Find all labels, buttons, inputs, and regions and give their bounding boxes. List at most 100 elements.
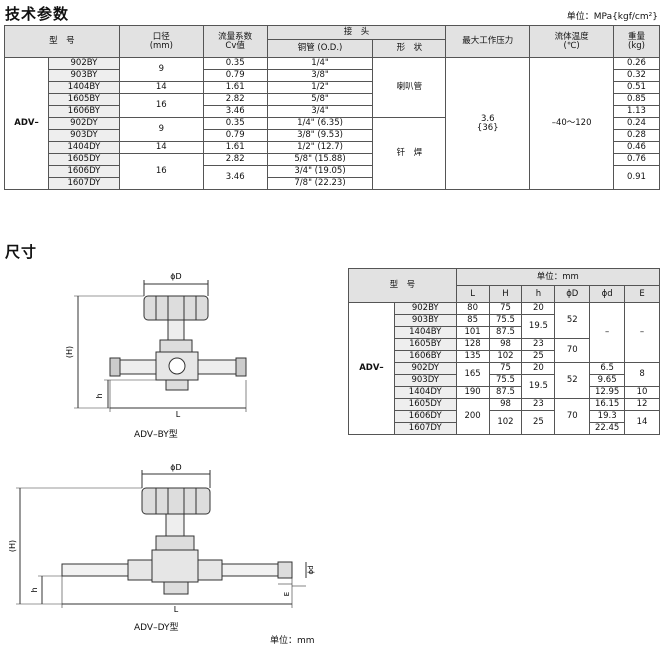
dims-header-unit: 单位：mm: [455, 268, 661, 286]
header-od: 铜管 (O.D.): [266, 39, 374, 58]
model-cell: 902BY: [47, 57, 120, 70]
dims-H-cell: 87.5: [488, 326, 523, 339]
dims-E-cell: 12: [624, 398, 660, 411]
spec-section-title: 技术参数: [5, 5, 70, 23]
dims-d-cell: 16.15: [589, 398, 626, 411]
dims-L-cell: 85: [455, 314, 490, 327]
pressure-cell: 3.6{36}: [445, 57, 531, 190]
dims-header-H: H: [488, 285, 523, 303]
dims-header-phid: ϕd: [589, 285, 626, 303]
header-temp: 流体温度(℃): [529, 25, 615, 58]
dims-model-cell: 1606BY: [393, 350, 457, 363]
dims-d-cell: 22.45: [589, 422, 626, 435]
dims-E-cell: 8: [624, 362, 660, 387]
by-caption: ADV–BY型: [134, 430, 178, 440]
dims-H-cell: 75: [488, 362, 523, 375]
dims-h-cell: 25: [521, 350, 556, 363]
model-cell: 1605BY: [47, 93, 120, 106]
dims-L-cell: 80: [455, 302, 490, 315]
header-pressure: 最大工作压力: [445, 25, 531, 58]
model-cell: 1607DY: [47, 177, 120, 190]
shape-solder-cell: 钎 焊: [372, 117, 447, 190]
by-label-L: L: [176, 410, 181, 418]
dims-model-cell: 902BY: [393, 302, 457, 315]
dims-model-cell: 1404BY: [393, 326, 457, 339]
dims-h-cell: 23: [521, 338, 556, 351]
weight-cell: 0.24: [613, 117, 660, 130]
bottom-unit: 单位：mm: [270, 636, 315, 646]
series-cell: ADV–: [4, 57, 49, 190]
by-label-phiD: ϕD: [170, 272, 181, 281]
dims-L-cell: 165: [455, 362, 490, 387]
model-cell: 1606BY: [47, 105, 120, 118]
cv-cell: 1.61: [202, 141, 268, 154]
dims-E-cell: –: [624, 302, 660, 363]
dy-label-phiD: ϕD: [170, 463, 181, 472]
dims-d-cell: 12.95: [589, 386, 626, 399]
od-cell: 1/2" (12.7): [266, 141, 374, 154]
dy-caption: ADV–DY型: [134, 623, 179, 633]
od-cell: 7/8" (22.23): [266, 177, 374, 190]
dims-h-cell: 25: [521, 410, 556, 435]
dims-model-cell: 1605BY: [393, 338, 457, 351]
dims-H-cell: 75: [488, 302, 523, 315]
dims-h-cell: 23: [521, 398, 556, 411]
weight-cell: 0.76: [613, 153, 660, 166]
dims-L-cell: 200: [455, 398, 490, 435]
dy-label-H: (H): [8, 540, 17, 552]
header-joint: 接 头: [266, 25, 447, 40]
dims-h-cell: 20: [521, 302, 556, 315]
dims-H-cell: 102: [488, 350, 523, 363]
cv-cell: 1.61: [202, 81, 268, 94]
od-cell: 3/4" (19.05): [266, 165, 374, 178]
header-weight: 重量(kg): [613, 25, 660, 58]
cv-cell: 3.46: [202, 105, 268, 118]
dims-model-cell: 903DY: [393, 374, 457, 387]
dy-label-L: L: [174, 605, 179, 612]
dims-model-cell: 1606DY: [393, 410, 457, 423]
dims-E-cell: 10: [624, 386, 660, 399]
dims-D-cell: 70: [554, 398, 591, 435]
model-cell: 1404DY: [47, 141, 120, 154]
dims-model-cell: 1605DY: [393, 398, 457, 411]
dims-model-cell: 902DY: [393, 362, 457, 375]
dy-label-h: h: [30, 587, 39, 592]
cv-cell: 3.46: [202, 165, 268, 190]
dy-valve-drawing: ϕD (H) h L E ϕd: [8, 463, 315, 612]
bore-cell: 9: [118, 57, 204, 82]
dims-E-cell: 14: [624, 410, 660, 435]
shape-flare-cell: 喇叭管: [372, 57, 447, 118]
dy-label-E: E: [283, 592, 291, 596]
dims-D-cell: 52: [554, 302, 591, 339]
bore-cell: 9: [118, 117, 204, 142]
od-cell: 3/8": [266, 69, 374, 82]
header-shape: 形 状: [372, 39, 447, 58]
dims-h-cell: 19.5: [521, 374, 556, 399]
dims-section-title: 尺寸: [5, 243, 38, 261]
dims-h-cell: 20: [521, 362, 556, 375]
dims-D-cell: 70: [554, 338, 591, 363]
cv-cell: 0.35: [202, 57, 268, 70]
dims-header-model: 型 号: [348, 268, 457, 303]
bore-cell: 16: [118, 153, 204, 190]
model-cell: 903BY: [47, 69, 120, 82]
od-cell: 5/8": [266, 93, 374, 106]
model-cell: 902DY: [47, 117, 120, 130]
weight-cell: 1.13: [613, 105, 660, 118]
dims-H-cell: 102: [488, 410, 523, 435]
dims-series-cell: ADV–: [348, 302, 395, 435]
od-cell: 5/8" (15.88): [266, 153, 374, 166]
dims-L-cell: 101: [455, 326, 490, 339]
model-cell: 1606DY: [47, 165, 120, 178]
dims-H-cell: 98: [488, 338, 523, 351]
bore-cell: 14: [118, 141, 204, 154]
by-valve-drawing: ϕD (H) h L: [65, 272, 247, 418]
by-label-h: h: [95, 393, 104, 398]
dims-header-E: E: [624, 285, 660, 303]
dims-header-phiD: ϕD: [554, 285, 591, 303]
weight-cell: 0.46: [613, 141, 660, 154]
weight-cell: 0.51: [613, 81, 660, 94]
dims-H-cell: 98: [488, 398, 523, 411]
